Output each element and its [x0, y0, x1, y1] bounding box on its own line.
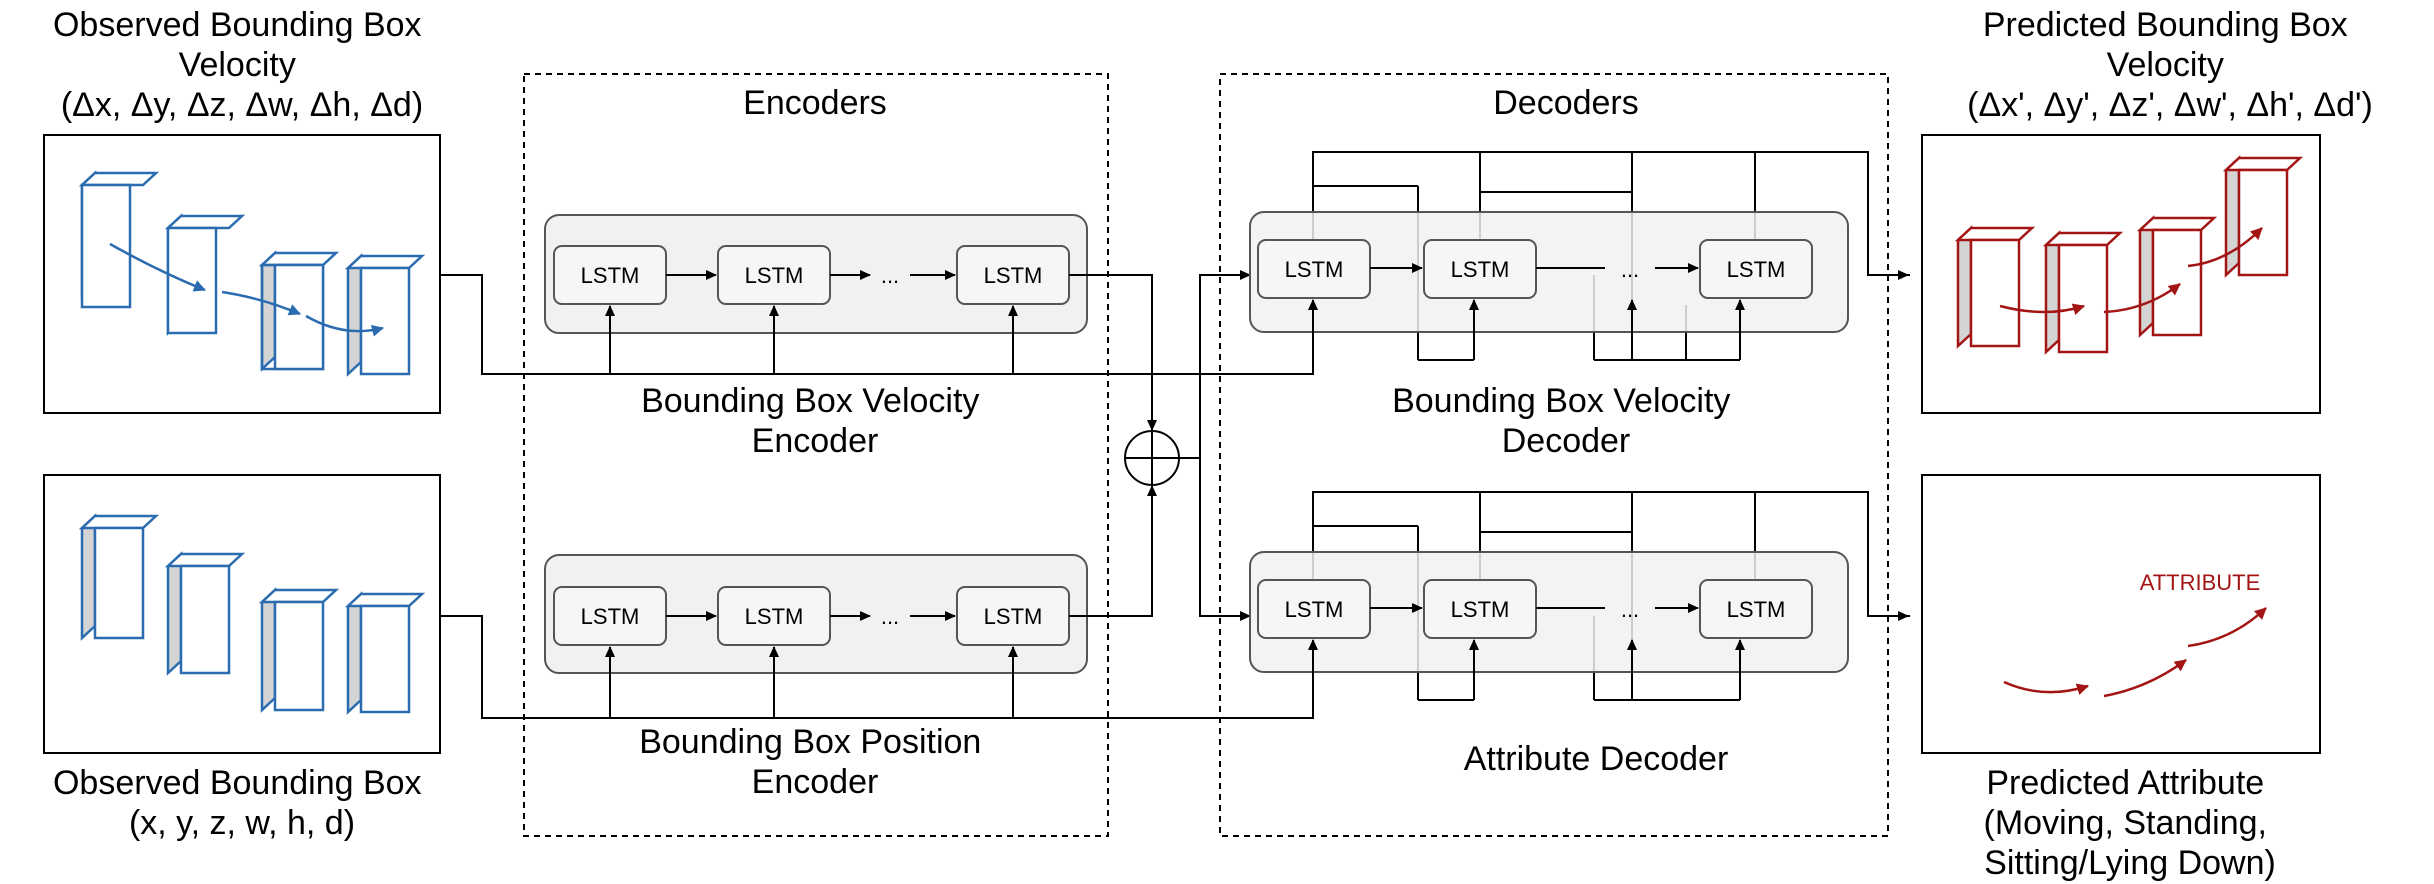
decoders-title: Decoders [1493, 84, 1639, 122]
observed-position-boxes [78, 513, 426, 715]
lstm-cell-label: LSTM [745, 604, 804, 629]
encoders-title: Encoders [743, 84, 887, 122]
attribute-trajectory [2003, 607, 2267, 698]
lstm-cell-label: LSTM [984, 604, 1043, 629]
lstm-cell-label: LSTM [984, 263, 1043, 288]
lstm-cell-label: LSTM [581, 604, 640, 629]
lstm-cell [1699, 579, 1813, 639]
lstm-cell-label: LSTM [1451, 257, 1510, 282]
attribute-decoder-cells: LSTM LSTM ... LSTM [1257, 579, 1813, 639]
velocity-encoder-label: Bounding Box Velocity Encoder [641, 382, 989, 460]
position-encoder-label: Bounding Box Position Encoder [639, 723, 991, 801]
attribute-word: ATTRIBUTE [2140, 570, 2261, 595]
ellipsis-label: ... [1621, 257, 1639, 282]
lstm-cell-label: LSTM [1285, 257, 1344, 282]
predicted-attribute-label: Predicted Attribute (Moving, Standing, S… [1984, 764, 2277, 882]
ellipsis-label: ... [881, 604, 899, 629]
observed-position-label: Observed Bounding Box (x, y, z, w, h, d) [53, 764, 431, 842]
attribute-decoder-label: Attribute Decoder [1464, 740, 1729, 778]
lstm-cell-label: LSTM [581, 263, 640, 288]
velocity-decoder-module [1249, 211, 1849, 333]
attribute-decoder-module [1249, 551, 1849, 673]
velocity-encoder-cells: LSTM LSTM ... LSTM [553, 245, 1070, 305]
velocity-decoder-cells: LSTM LSTM ... LSTM [1257, 239, 1813, 299]
lstm-cell [1699, 239, 1813, 299]
lstm-cell-label: LSTM [745, 263, 804, 288]
predicted-velocity-boxes [1954, 155, 2304, 355]
decoders-group [1219, 73, 1889, 837]
summation-icon [1124, 430, 1180, 486]
predicted-attribute-panel [1921, 474, 2321, 754]
observed-velocity-boxes [78, 170, 426, 377]
lstm-cell-label: LSTM [1727, 257, 1786, 282]
observed-velocity-label: Observed Bounding Box Velocity (Δx, Δy, … [53, 6, 431, 124]
position-encoder-cells: LSTM LSTM ... LSTM [553, 586, 1070, 646]
velocity-decoder-arrows [1308, 263, 1909, 374]
predicted-velocity-label: Predicted Bounding Box Velocity (Δx', Δy… [1967, 6, 2373, 124]
attribute-decoder-arrows [1308, 603, 1909, 718]
encoders-group [523, 73, 1109, 837]
ellipsis-label: ... [881, 263, 899, 288]
velocity-decoder-label: Bounding Box Velocity Decoder [1392, 382, 1740, 460]
lstm-cell-label: LSTM [1285, 597, 1344, 622]
ellipsis-label: ... [1621, 597, 1639, 622]
lstm-cell-label: LSTM [1727, 597, 1786, 622]
lstm-cell-label: LSTM [1451, 597, 1510, 622]
